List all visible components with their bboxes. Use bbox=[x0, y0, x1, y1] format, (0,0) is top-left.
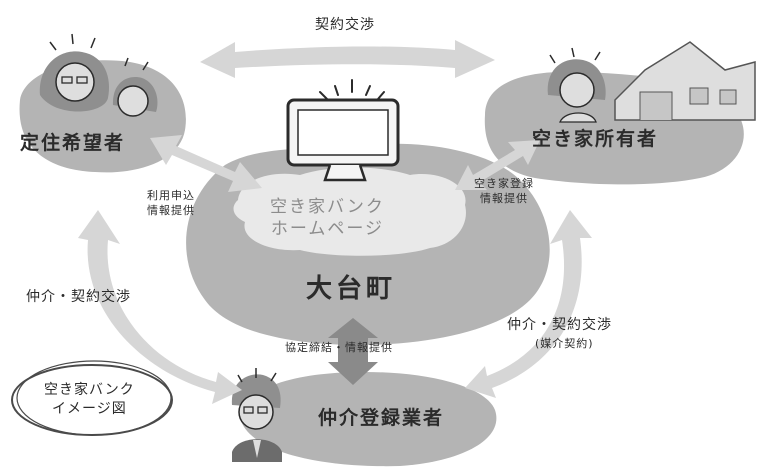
house-icon bbox=[614, 41, 756, 121]
settler-people-icon bbox=[39, 33, 158, 117]
top-arrow-label: 契約交渉 bbox=[315, 17, 375, 33]
left-flow-label: 仲介・契約交渉 bbox=[26, 289, 131, 305]
homepage-cloud bbox=[233, 167, 466, 256]
settler-label: 定住希望者 bbox=[20, 132, 126, 154]
settler-flow-label: 利用申込 情報提供 bbox=[147, 189, 195, 218]
owner-person-icon bbox=[547, 47, 606, 123]
broker-blob bbox=[240, 372, 497, 467]
right-curved-arrow bbox=[465, 210, 592, 398]
image-diagram-stamp bbox=[11, 360, 173, 436]
owner-homepage-arrow bbox=[455, 140, 540, 190]
monitor-icon bbox=[286, 79, 400, 182]
town-title: 大台町 bbox=[306, 274, 397, 304]
broker-person-icon bbox=[231, 368, 282, 462]
right-flow-label: 仲介・契約交渉 bbox=[507, 317, 612, 333]
stamp-label: 空き家バンク イメージ図 bbox=[44, 382, 135, 417]
broker-flow-label: 協定締結・情報提供 bbox=[285, 341, 393, 354]
broker-town-arrow bbox=[328, 318, 378, 385]
broker-label: 仲介登録業者 bbox=[318, 407, 445, 429]
owner-label: 空き家所有者 bbox=[532, 128, 659, 150]
settler-homepage-arrow bbox=[150, 135, 262, 192]
homepage-label: 空き家バンク ホームページ bbox=[270, 197, 385, 240]
left-curved-arrow bbox=[78, 210, 242, 404]
right-flow-sublabel: (媒介契約) bbox=[535, 337, 594, 350]
top-double-arrow bbox=[200, 40, 495, 78]
owner-flow-label: 空き家登録 情報提供 bbox=[474, 177, 534, 206]
